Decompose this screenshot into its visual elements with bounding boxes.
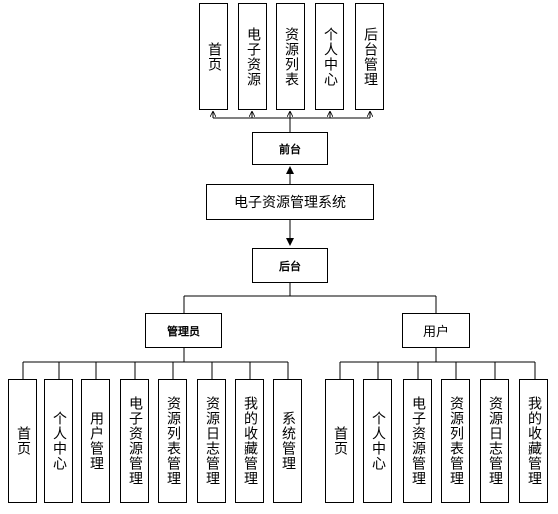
frontend-module-home: 首页 [199,3,228,110]
user-module-personal-center: 个人中心 [363,379,392,503]
user-module-resource-list-management: 资源列表管理 [441,379,470,503]
module-label: 用户管理 [88,411,104,471]
module-label: 首页 [15,426,31,456]
module-label: 系统管理 [280,411,296,471]
module-label: 我的收藏管理 [526,396,542,486]
admin-label: 管理员 [167,324,200,338]
user-module-home: 首页 [325,379,354,503]
module-label: 个人中心 [51,411,67,471]
user-module-e-resource-management: 电子资源管理 [403,379,432,503]
user-node: 用户 [402,313,470,348]
admin-module-personal-center: 个人中心 [44,379,73,503]
admin-module-home: 首页 [8,379,37,503]
admin-module-favorites-management: 我的收藏管理 [235,379,264,503]
module-label: 资源列表 [283,26,299,87]
module-label: 首页 [332,426,348,456]
frontend-module-backend-admin: 后台管理 [355,3,384,110]
admin-module-system-management: 系统管理 [273,379,302,503]
module-label: 电子资源管理 [410,396,426,486]
frontend-node: 前台 [252,132,328,165]
admin-module-user-management: 用户管理 [81,379,110,503]
admin-module-resource-list-management: 资源列表管理 [158,379,187,503]
admin-module-resource-log-management: 资源日志管理 [197,379,226,503]
backend-label: 后台 [279,259,301,273]
admin-node: 管理员 [145,313,222,348]
frontend-module-resource-list: 资源列表 [276,3,305,110]
module-label: 资源列表管理 [165,396,181,486]
backend-node: 后台 [252,248,328,283]
admin-module-e-resource-management: 电子资源管理 [120,379,149,503]
module-label: 电子资源 [245,26,261,87]
module-label: 个人中心 [370,411,386,471]
module-label: 资源日志管理 [204,396,220,486]
module-label: 我的收藏管理 [242,396,258,486]
user-module-favorites-management: 我的收藏管理 [519,379,548,503]
module-label: 后台管理 [362,26,378,87]
system-title: 电子资源管理系统 [234,195,346,211]
system-title-node: 电子资源管理系统 [206,184,374,220]
module-label: 电子资源管理 [127,396,143,486]
frontend-label: 前台 [279,142,301,156]
module-label: 资源列表管理 [448,396,464,486]
module-label: 个人中心 [322,26,338,87]
module-label: 资源日志管理 [487,396,503,486]
frontend-module-personal-center: 个人中心 [315,3,344,110]
user-module-resource-log-management: 资源日志管理 [480,379,509,503]
user-label: 用户 [422,325,449,340]
module-label: 首页 [206,41,222,72]
frontend-module-e-resources: 电子资源 [238,3,267,110]
